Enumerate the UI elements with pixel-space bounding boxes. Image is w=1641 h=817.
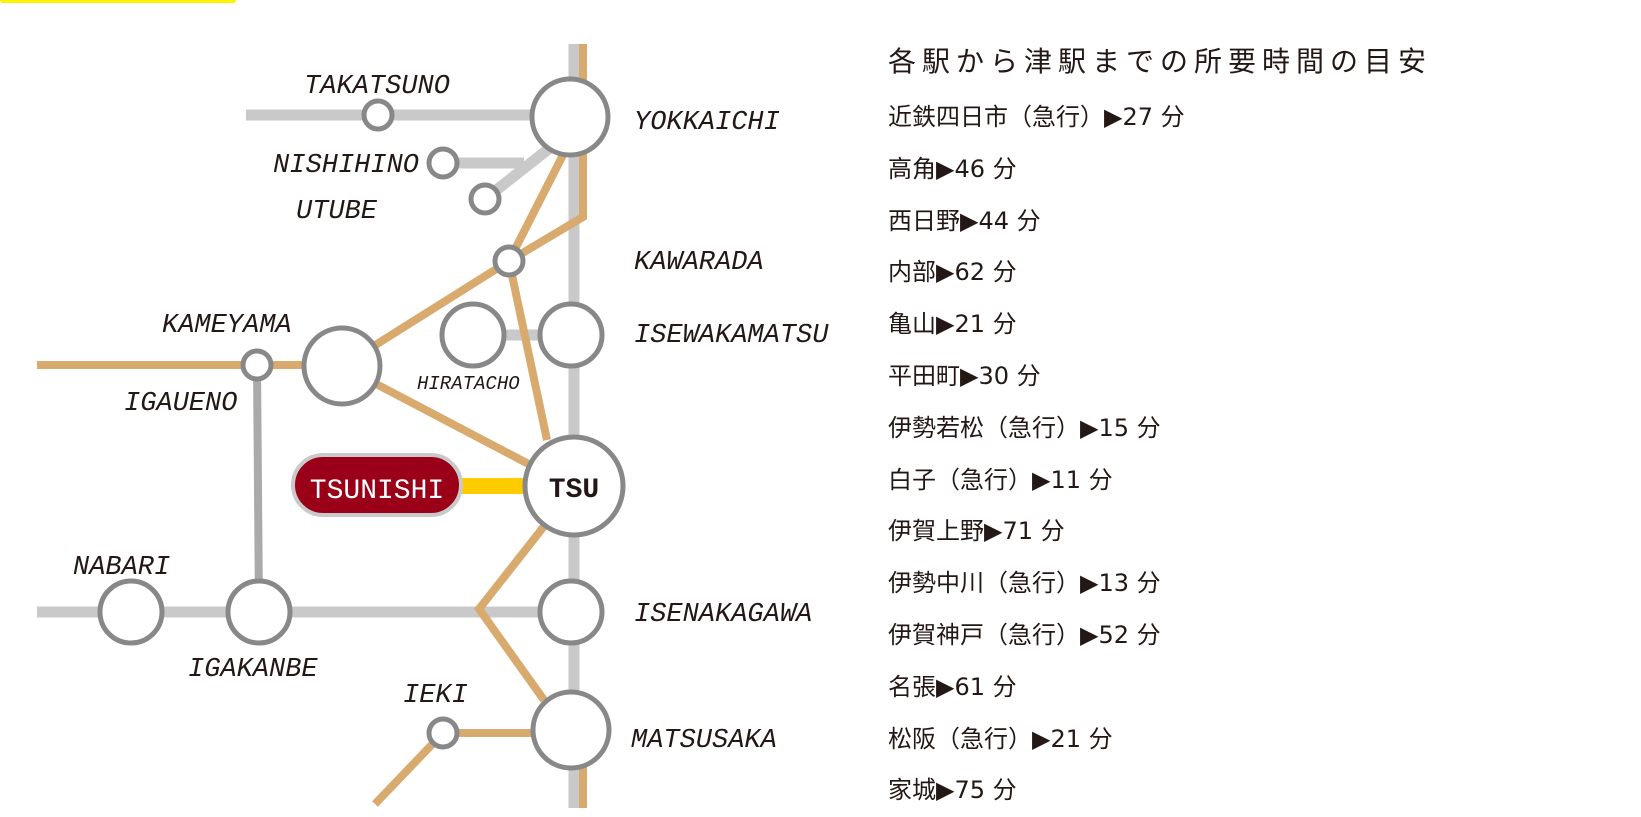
station-matsusaka[interactable] <box>530 689 612 771</box>
list-item: 亀山▶21 分 <box>888 310 1017 339</box>
list-item: 松阪（急行）▶21 分 <box>888 724 1113 753</box>
station-nabari[interactable] <box>97 578 165 646</box>
label-igaueno: IGAUENO <box>124 389 237 419</box>
list-item: 伊賀神戸（急行）▶52 分 <box>888 620 1161 649</box>
list-item: 高角▶46 分 <box>888 154 1017 183</box>
jr-kisei-line <box>474 522 549 703</box>
list-item: 伊勢若松（急行）▶15 分 <box>888 413 1161 442</box>
label-utube: UTUBE <box>296 197 378 227</box>
label-kawarada: KAWARADA <box>634 248 764 278</box>
station-utube[interactable] <box>468 182 502 216</box>
station-tsunishi[interactable] <box>291 453 463 517</box>
tsu-label: TSU <box>549 475 599 506</box>
list-item: 西日野▶44 分 <box>888 206 1041 235</box>
list-item: 内部▶62 分 <box>888 258 1017 287</box>
station-yokkaichi[interactable] <box>529 76 611 158</box>
station-kawarada[interactable] <box>492 244 526 278</box>
list-item: 家城▶75 分 <box>888 776 1017 805</box>
label-takatsuno: TAKATSUNO <box>304 72 450 102</box>
station-kameyama[interactable] <box>301 325 383 407</box>
tsunishi-label: TSUNISHI <box>310 476 444 507</box>
label-hiratacho: HIRATACHO <box>417 373 520 395</box>
station-isenakagawa[interactable] <box>537 578 605 646</box>
label-ieki: IEKI <box>403 681 468 711</box>
station-igakanbe[interactable] <box>225 578 293 646</box>
station-takatsuno[interactable] <box>361 98 395 132</box>
label-yokkaichi: YOKKAICHI <box>634 108 780 138</box>
travel-time-list: 各駅から津駅までの所要時間の目安 近鉄四日市（急行）▶27 分 高角▶46 分 … <box>888 40 1432 817</box>
station-isewakamatsu[interactable] <box>537 301 605 369</box>
iga-line <box>253 364 263 613</box>
station-ieki[interactable] <box>426 716 460 750</box>
list-item: 近鉄四日市（急行）▶27 分 <box>888 103 1185 131</box>
station-igaueno[interactable] <box>240 348 274 382</box>
list-item: 白子（急行）▶11 分 <box>888 465 1113 494</box>
list-item: 平田町▶30 分 <box>888 361 1041 390</box>
label-nishihino: NISHIHINO <box>273 151 419 181</box>
label-nabari: NABARI <box>73 553 170 583</box>
label-isewakamatsu: ISEWAKAMATSU <box>634 321 829 351</box>
travel-time-title: 各駅から津駅までの所要時間の目安 <box>888 45 1433 78</box>
label-matsusaka: MATSUSAKA <box>631 726 777 756</box>
highlight-bar <box>0 0 236 3</box>
station-tsu[interactable] <box>522 434 626 538</box>
station-hiratacho[interactable] <box>439 301 507 369</box>
label-kameyama: KAMEYAMA <box>162 311 292 341</box>
jr-ise-line <box>504 153 567 441</box>
label-igakanbe: IGAKANBE <box>188 655 318 685</box>
label-isenakagawa: ISENAKAGAWA <box>634 600 812 630</box>
list-item: 伊賀上野▶71 分 <box>888 517 1065 546</box>
list-item: 名張▶61 分 <box>888 672 1017 701</box>
station-nishihino[interactable] <box>426 146 460 180</box>
list-item: 伊勢中川（急行）▶13 分 <box>888 569 1161 598</box>
